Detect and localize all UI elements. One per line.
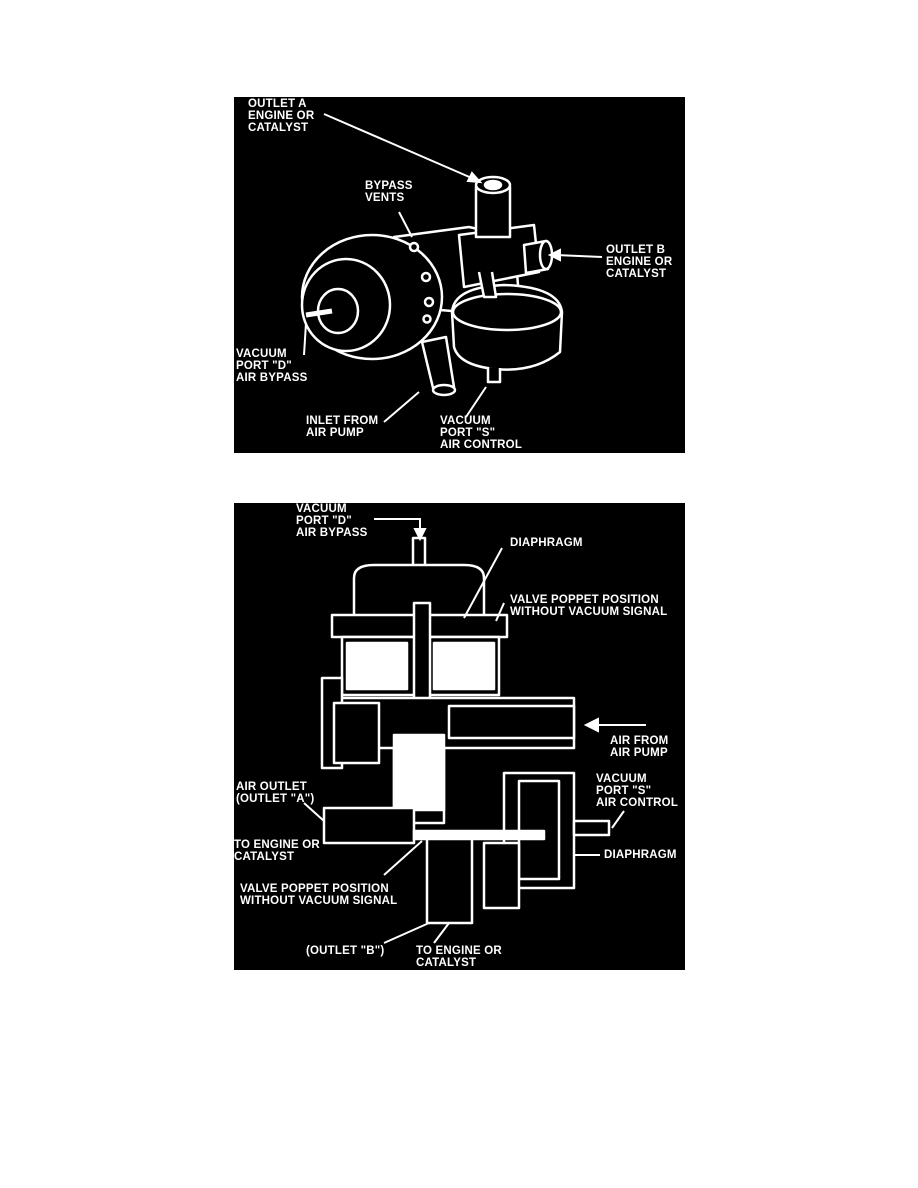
valve-exterior-drawing	[300, 113, 603, 423]
bypass-vents-label: BYPASS VENTS	[365, 180, 413, 204]
diaphragm-top-label: DIAPHRAGM	[510, 537, 583, 549]
air-from-pump-label: AIR FROM AIR PUMP	[610, 735, 669, 759]
vacuum-port-s-label: VACUUM PORT "S" AIR CONTROL	[596, 773, 679, 809]
vacuum-port-d-label: VACUUM PORT "D" AIR BYPASS	[296, 503, 368, 539]
valve-poppet-bottom-label: VALVE POPPET POSITION WITHOUT VACUUM SIG…	[240, 883, 398, 907]
diaphragm-right-label: DIAPHRAGM	[604, 849, 677, 861]
outlet-a-label: OUTLET A ENGINE OR CATALYST	[248, 98, 315, 134]
to-engine-left-label: TO ENGINE OR CATALYST	[234, 839, 320, 863]
valve-poppet-top-label: VALVE POPPET POSITION WITHOUT VACUUM SIG…	[510, 594, 668, 618]
inlet-from-air-pump-label: INLET FROM AIR PUMP	[306, 415, 379, 439]
valve-exterior-figure: OUTLET A ENGINE OR CATALYST BYPASS VENTS…	[234, 97, 685, 453]
valve-cross-section-figure: VACUUM PORT "D" AIR BYPASS DIAPHRAGM VAL…	[234, 503, 685, 970]
vacuum-port-d-label: VACUUM PORT "D" AIR BYPASS	[236, 348, 308, 384]
vacuum-port-s-label: VACUUM PORT "S" AIR CONTROL	[440, 415, 523, 451]
outlet-b-label: OUTLET B ENGINE OR CATALYST	[606, 244, 673, 280]
to-engine-bottom-label: TO ENGINE OR CATALYST	[416, 945, 502, 969]
valve-cross-section-drawing	[303, 518, 646, 944]
outlet-b-label: (OUTLET "B")	[306, 945, 385, 957]
air-outlet-label: AIR OUTLET (OUTLET "A")	[236, 781, 315, 805]
